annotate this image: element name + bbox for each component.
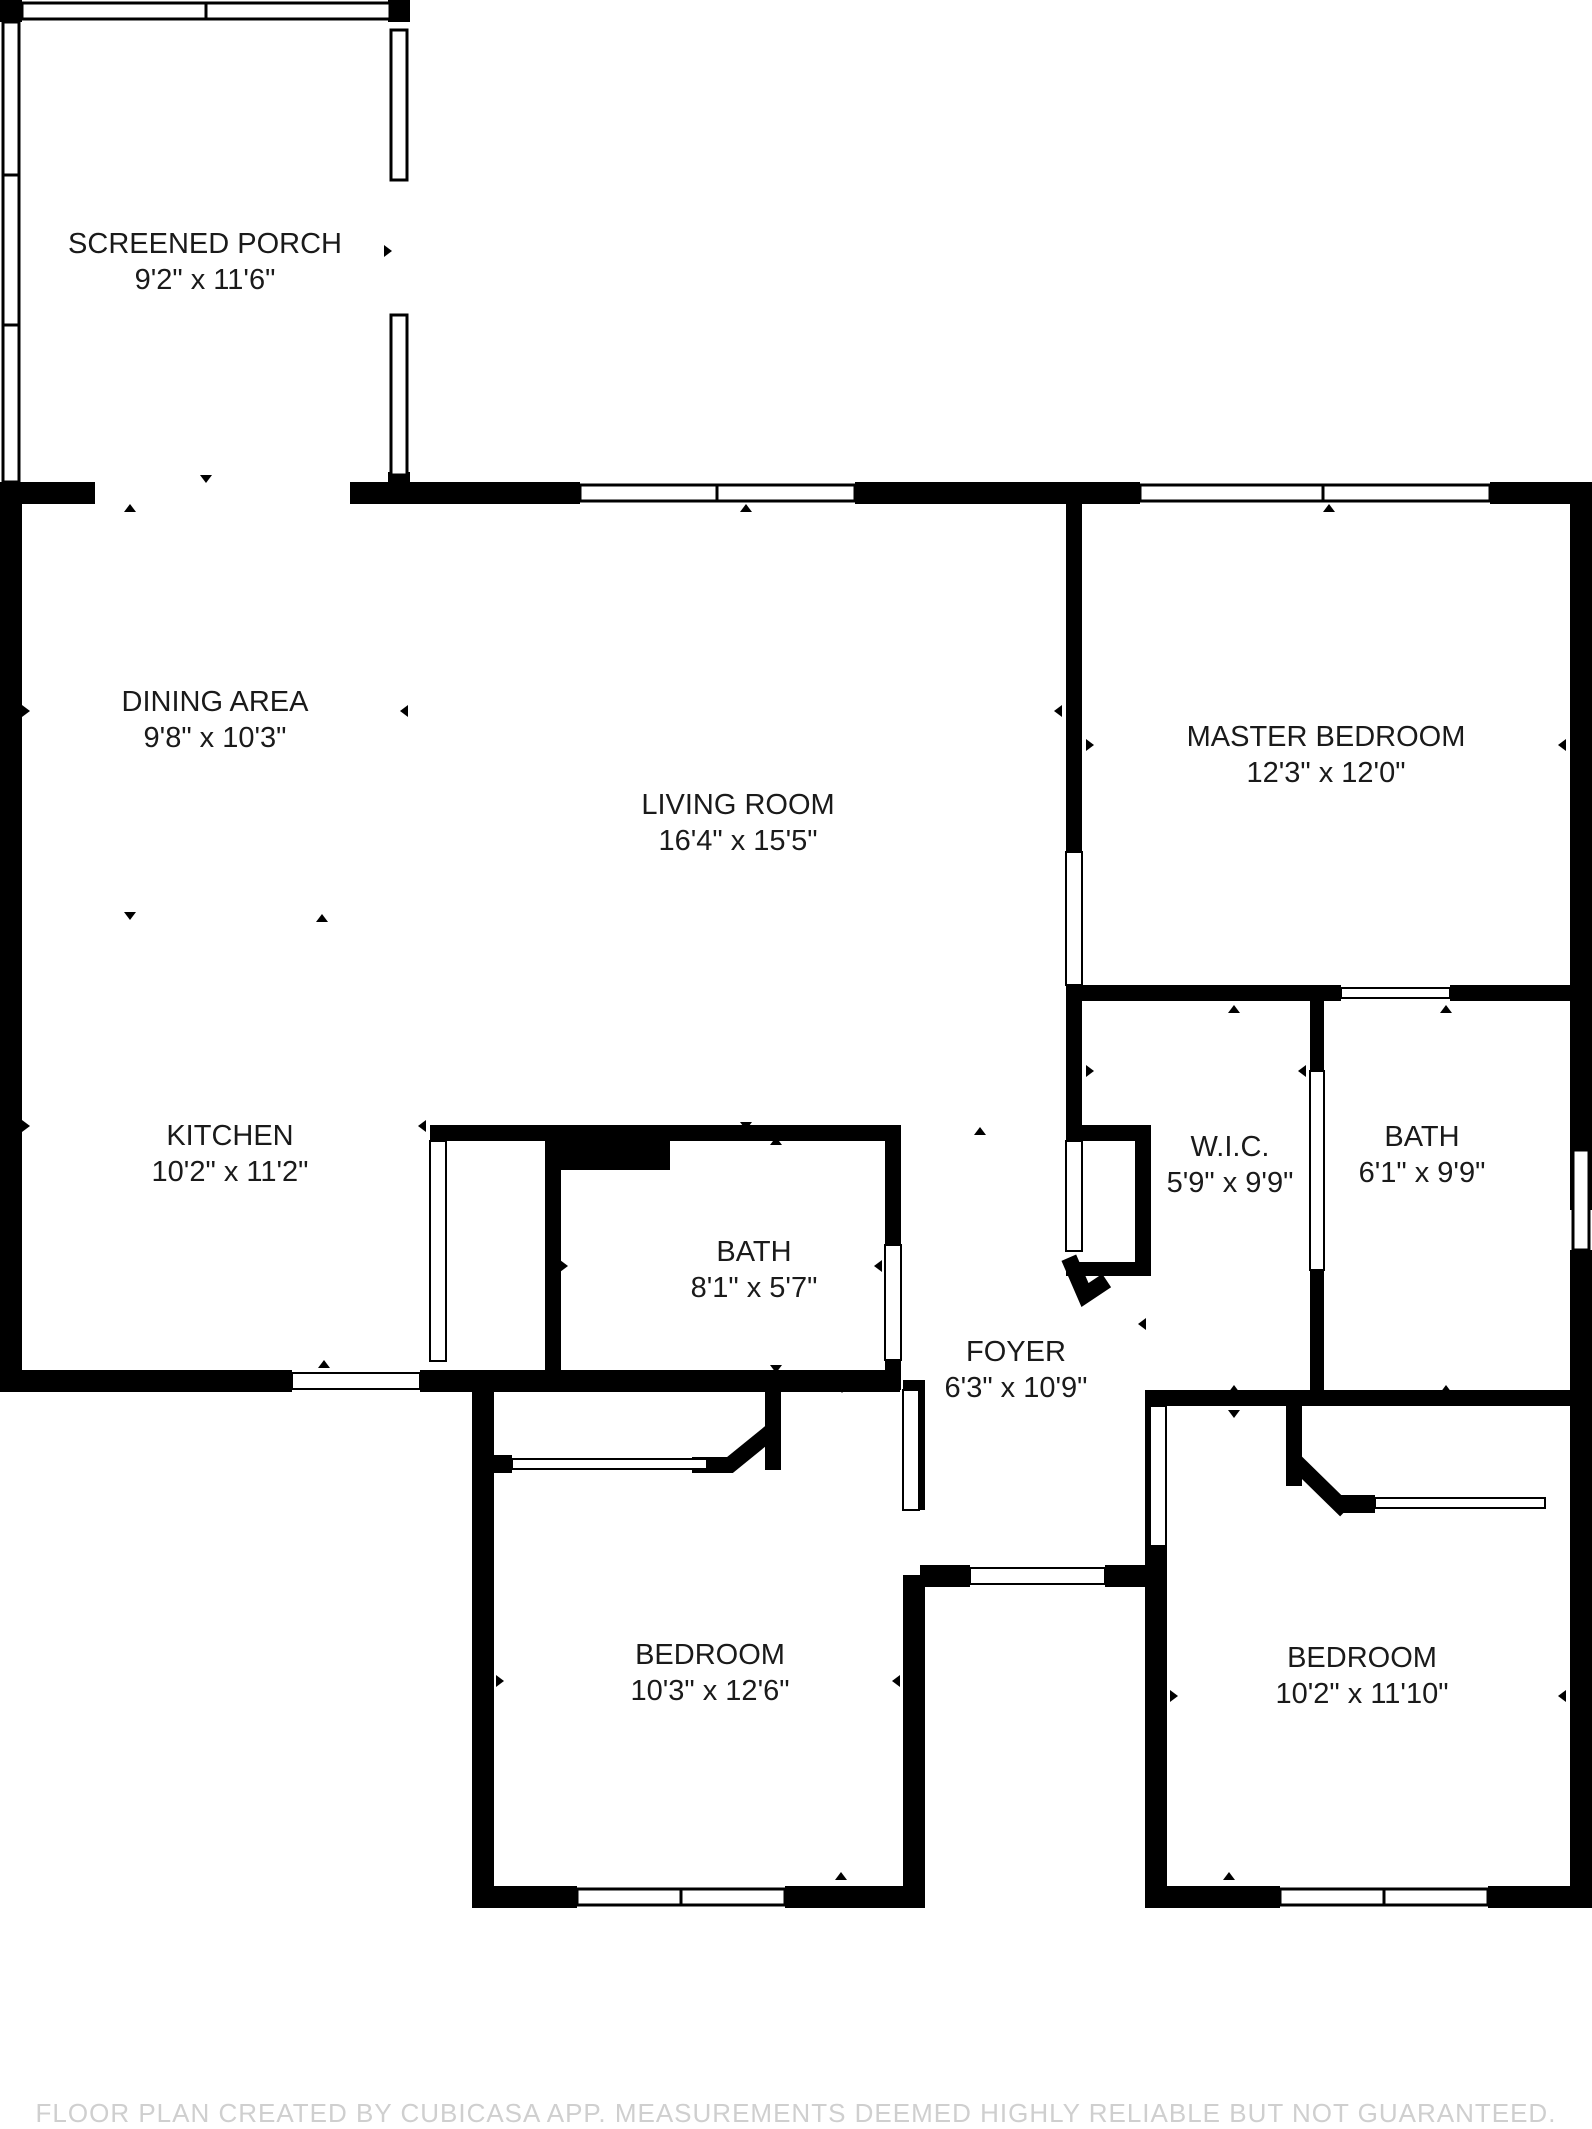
openings (291, 851, 1546, 1585)
room-dimensions: 16'4" x 15'5" (658, 825, 818, 857)
windows (1, 1, 1591, 1907)
room-name: MASTER BEDROOM (1186, 721, 1466, 753)
room-dimensions: 5'9" x 9'9" (1166, 1167, 1294, 1199)
room-name: LIVING ROOM (641, 789, 835, 821)
room-name: BATH (1384, 1121, 1460, 1153)
room-name: DINING AREA (121, 686, 309, 718)
room-name: FOYER (966, 1336, 1066, 1368)
room-label-foyer: FOYER 6'3" x 10'9" (945, 1334, 1088, 1406)
room-label-master-bedroom: MASTER BEDROOM 12'3" x 12'0" (1187, 719, 1466, 791)
angled-walls (692, 1254, 1352, 1517)
room-dimensions: 10'2" x 11'10" (1275, 1678, 1449, 1710)
room-label-bedroom-left: BEDROOM 10'3" x 12'6" (630, 1637, 789, 1709)
room-name: BATH (716, 1236, 792, 1268)
room-name: W.I.C. (1190, 1131, 1270, 1163)
room-dimensions: 10'3" x 12'6" (630, 1675, 790, 1707)
room-dimensions: 8'1" x 5'7" (690, 1272, 818, 1304)
dimension-markers (22, 245, 1566, 1880)
room-label-kitchen: KITCHEN 10'2" x 11'2" (152, 1118, 309, 1190)
room-dimensions: 10'2" x 11'2" (151, 1156, 309, 1188)
room-dimensions: 9'8" x 10'3" (143, 722, 287, 754)
room-label-living-room: LIVING ROOM 16'4" x 15'5" (641, 787, 834, 859)
room-dimensions: 12'3" x 12'0" (1246, 757, 1406, 789)
room-label-screened-porch: SCREENED PORCH 9'2" x 11'6" (68, 226, 342, 298)
walls (0, 0, 1592, 1908)
room-dimensions: 9'2" x 11'6" (134, 264, 276, 296)
room-label-wic: W.I.C. 5'9" x 9'9" (1167, 1129, 1294, 1201)
room-name: KITCHEN (166, 1120, 294, 1152)
room-label-master-bath: BATH 6'1" x 9'9" (1359, 1119, 1486, 1191)
room-name: BEDROOM (635, 1639, 785, 1671)
room-dimensions: 6'1" x 9'9" (1358, 1157, 1486, 1189)
room-label-bedroom-right: BEDROOM 10'2" x 11'10" (1275, 1640, 1448, 1712)
footer-disclaimer: FLOOR PLAN CREATED BY CUBICASA APP. MEAS… (35, 2098, 1557, 2128)
room-name: SCREENED PORCH (68, 228, 342, 260)
room-name: BEDROOM (1287, 1642, 1437, 1674)
room-dimensions: 6'3" x 10'9" (944, 1372, 1088, 1404)
room-label-dining-area: DINING AREA 9'8" x 10'3" (122, 684, 309, 756)
room-label-hall-bath: BATH 8'1" x 5'7" (691, 1234, 818, 1306)
